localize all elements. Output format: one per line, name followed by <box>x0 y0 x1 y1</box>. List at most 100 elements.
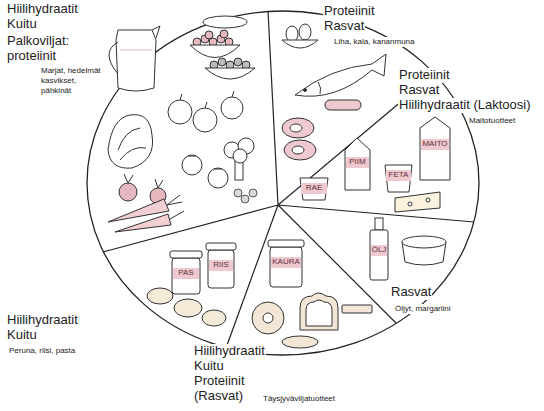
potatoes-part <box>202 310 226 326</box>
radishes-part <box>119 183 137 201</box>
potatoes-part <box>174 299 202 317</box>
plate <box>87 11 479 355</box>
milk-carton-part <box>346 157 369 168</box>
package-label: KAURA <box>271 257 301 267</box>
nuts-part <box>249 189 257 197</box>
food-group-label: Maitotuotteet <box>468 116 516 126</box>
rice-jar-part <box>209 260 233 271</box>
crackers <box>282 305 372 348</box>
cottage-cheese-cup <box>300 178 328 200</box>
jug-part <box>152 26 160 38</box>
pasta-jar-part <box>172 258 200 294</box>
oat-jar-part <box>271 257 301 268</box>
food-group-label: Marjat, hedelmät kasvikset, pähkinät <box>40 66 106 96</box>
oat-jar-part <box>270 247 302 287</box>
apples-part <box>180 91 234 108</box>
potatoes-part <box>147 288 173 304</box>
plate-part <box>87 11 479 355</box>
milk-carton <box>420 117 450 180</box>
package-label: RAE <box>301 183 327 193</box>
lettuce-part <box>108 115 153 169</box>
ham-slices <box>282 118 316 160</box>
package-label: ÖLJ <box>370 245 388 255</box>
eggs-part <box>299 24 311 40</box>
oat-jar <box>268 240 304 287</box>
feta-cup-part <box>386 170 411 181</box>
margarine-tub-part <box>402 236 446 248</box>
broccoli <box>224 138 254 180</box>
berry-bowls-part <box>190 45 240 58</box>
nutrient-label: (Rasvat) <box>193 389 244 404</box>
milk-carton <box>345 138 370 190</box>
nutrient-label: Kuitu <box>6 17 38 32</box>
bread-slices-part <box>306 300 332 326</box>
fish-part <box>318 82 321 94</box>
sausage <box>325 100 361 110</box>
oil-bottle-part <box>370 230 388 280</box>
crackers-part <box>342 305 372 313</box>
nutrient-label: Proteiinit <box>323 4 376 19</box>
radishes-part <box>124 174 163 188</box>
jug <box>109 26 160 91</box>
cheese-wedge-part <box>395 192 440 212</box>
margarine-tub <box>402 236 446 265</box>
cottage-cheese-cup-part <box>300 178 328 200</box>
ham-slices-part <box>284 140 316 160</box>
package-label: PAS <box>173 268 199 278</box>
carrots-part <box>115 214 171 232</box>
nutrient-label: Rasvat <box>390 285 432 300</box>
cheese-wedge-part <box>408 202 412 206</box>
package-label: RIIS <box>209 260 233 270</box>
tomatoes-part <box>208 168 228 188</box>
bread-slices <box>300 293 338 330</box>
nutrient-label: Palkoviljat: proteiinit <box>6 34 88 64</box>
cheese-wedge <box>395 192 440 212</box>
oil-bottle-part <box>375 218 383 230</box>
oil-bottle <box>370 218 388 280</box>
ham-slices-part <box>292 146 304 154</box>
milk-carton-part <box>345 138 370 190</box>
apples-part <box>168 100 192 124</box>
rice-jar-part <box>208 250 234 288</box>
package-label: PIIM <box>346 157 369 167</box>
nutrient-label: Hiilihydraatit <box>6 2 79 17</box>
berry-bowls-part <box>234 58 242 66</box>
nutrient-label: Proteiinit <box>398 68 451 83</box>
nuts-part <box>241 195 249 203</box>
tomatoes-part <box>182 155 202 175</box>
tomatoes <box>182 155 228 188</box>
oil-bottle-part <box>371 245 387 256</box>
lettuce <box>108 115 153 169</box>
berry-bowls-part <box>205 68 255 79</box>
berry-bowls <box>190 16 255 79</box>
food-group-label: Öljyt, margariini <box>394 304 452 314</box>
pasta-jar <box>170 251 202 294</box>
nutrient-label: Kuitu <box>193 359 225 374</box>
fish-part <box>295 54 386 96</box>
nuts-part <box>234 189 242 197</box>
bread-slices-part <box>300 293 338 330</box>
sector-divider-part <box>103 11 474 348</box>
nutrient-label: Kuitu <box>6 328 38 343</box>
bagel-part <box>252 302 284 334</box>
sector-divider <box>103 11 474 348</box>
tomatoes-part <box>188 156 222 169</box>
rice-jar <box>206 243 236 288</box>
radishes <box>119 174 166 204</box>
nutrient-label: Hiilihydraatit <box>193 344 266 359</box>
jug-part <box>109 42 118 74</box>
nutrient-label: Rasvat <box>323 19 365 34</box>
berry-bowls-part <box>220 30 228 38</box>
nutrient-label: Hiilihydraatit (Laktoosi) <box>398 98 532 113</box>
ham-slices-part <box>282 118 314 138</box>
feta-cup-part <box>385 165 412 192</box>
carrots <box>108 195 184 232</box>
package-label: MAITO <box>421 139 449 149</box>
nutrient-label: Rasvat <box>398 83 440 98</box>
milk-carton-part <box>420 117 450 180</box>
nuts <box>234 189 257 203</box>
nutrient-label: Proteiinit <box>193 374 246 389</box>
berry-bowls-part <box>205 31 213 39</box>
berry-bowls-part <box>218 58 226 66</box>
